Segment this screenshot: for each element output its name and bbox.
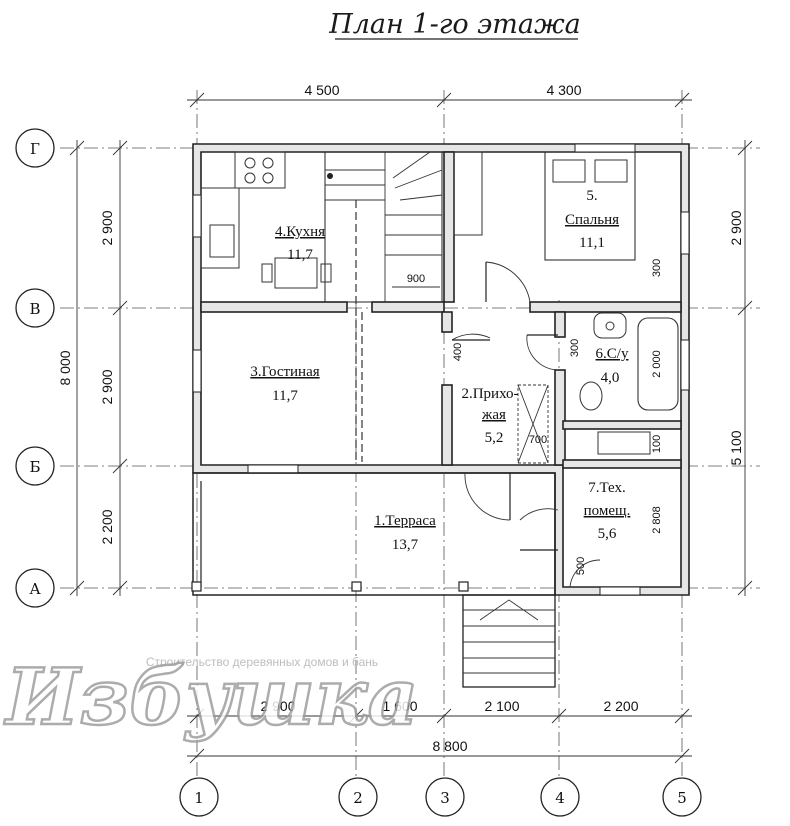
- left-dim-2: 2 900: [99, 369, 115, 404]
- inner-dimension-labels: 900 300 400 300 2 000 700 100 2 808 500: [392, 259, 663, 575]
- hall-name-line1: 2.Прихо-: [461, 386, 518, 402]
- right-dim-2: 5 100: [728, 430, 744, 465]
- dim-2808: 2 808: [651, 506, 663, 534]
- watermark-logo-text: Избушка: [4, 652, 418, 743]
- kitchen-area: 11,7: [287, 247, 313, 263]
- axis-row-2: В: [29, 300, 40, 318]
- bottom-dim-2: 1 600: [382, 698, 417, 714]
- axis-col-5: 5: [677, 789, 687, 807]
- entrance-stairs: [462, 594, 556, 688]
- dim-900: 900: [407, 273, 425, 285]
- dim-400: 400: [452, 343, 464, 361]
- bath-name: 6.С/у: [596, 346, 629, 362]
- plan-title: План 1-го этажа: [328, 9, 581, 40]
- top-dimension-chain: 4 500 4 300: [187, 82, 692, 108]
- brand-watermark: Строительство деревянных домов и бань Из…: [3, 651, 420, 745]
- beam-dashes: [355, 200, 363, 462]
- terrace-area: 13,7: [392, 537, 419, 553]
- total-height-dim: 8 000: [57, 350, 73, 385]
- internal-staircase: [324, 151, 443, 303]
- tech-area: 5,6: [598, 526, 617, 542]
- hall-name-line2: жая: [481, 407, 506, 423]
- left-dim-3: 2 200: [99, 509, 115, 544]
- axis-col-3: 3: [440, 789, 450, 807]
- kitchen-furniture: [200, 151, 332, 289]
- bedroom-name: Спальня: [565, 212, 619, 228]
- dim-700: 700: [529, 434, 547, 446]
- bedroom-number: 5.: [586, 188, 597, 204]
- terrace-name: 1.Терраса: [374, 513, 436, 529]
- bathroom-fixtures: [579, 312, 679, 455]
- axis-row-4: А: [29, 580, 41, 598]
- left-dim-1: 2 900: [99, 210, 115, 245]
- room-labels: 4.Кухня 11,7 5. Спальня 11,1 3.Гостиная …: [250, 188, 630, 553]
- bottom-dimension-chain: 2 900 1 600 2 100 2 200 8 800: [187, 698, 692, 764]
- total-width-dim: 8 800: [432, 738, 467, 754]
- bedroom-bed: [453, 151, 636, 261]
- top-dim-1: 4 500: [304, 82, 339, 98]
- dim-100: 100: [651, 435, 663, 453]
- living-area: 11,7: [272, 388, 298, 404]
- axis-row-1: Г: [30, 140, 40, 158]
- tech-name-line1: 7.Тех.: [588, 480, 626, 496]
- tech-name-line2: помещ.: [584, 503, 631, 519]
- bath-area: 4,0: [601, 370, 620, 386]
- bedroom-area: 11,1: [579, 235, 605, 251]
- right-dimension-chain: 2 900 5 100: [728, 140, 753, 596]
- top-dim-2: 4 300: [546, 82, 581, 98]
- column-axis-markers: 1 2 3 4 5: [179, 777, 702, 817]
- living-name: 3.Гостиная: [250, 364, 319, 380]
- axis-col-1: 1: [194, 789, 204, 807]
- bottom-dim-1: 2 900: [260, 698, 295, 714]
- dim-300-a: 300: [651, 259, 663, 277]
- dim-300-b: 300: [569, 339, 581, 357]
- kitchen-name: 4.Кухня: [275, 224, 325, 240]
- terrace-outline: [191, 472, 556, 596]
- bottom-dim-4: 2 200: [603, 698, 638, 714]
- dim-2000: 2 000: [651, 350, 663, 378]
- row-axis-markers: Г В Б А: [15, 128, 55, 608]
- axis-col-4: 4: [555, 789, 565, 807]
- left-dimension-chain: 2 900 2 900 2 200 8 000: [57, 140, 128, 596]
- interior-walls: [200, 151, 682, 469]
- right-dim-1: 2 900: [728, 210, 744, 245]
- hall-area: 5,2: [485, 430, 504, 446]
- watermark-tagline: Строительство деревянных домов и бань: [146, 655, 378, 669]
- axis-col-2: 2: [353, 789, 363, 807]
- doors: [451, 261, 601, 588]
- axis-row-3: Б: [29, 458, 40, 476]
- dim-500: 500: [575, 557, 587, 575]
- bottom-dim-3: 2 100: [484, 698, 519, 714]
